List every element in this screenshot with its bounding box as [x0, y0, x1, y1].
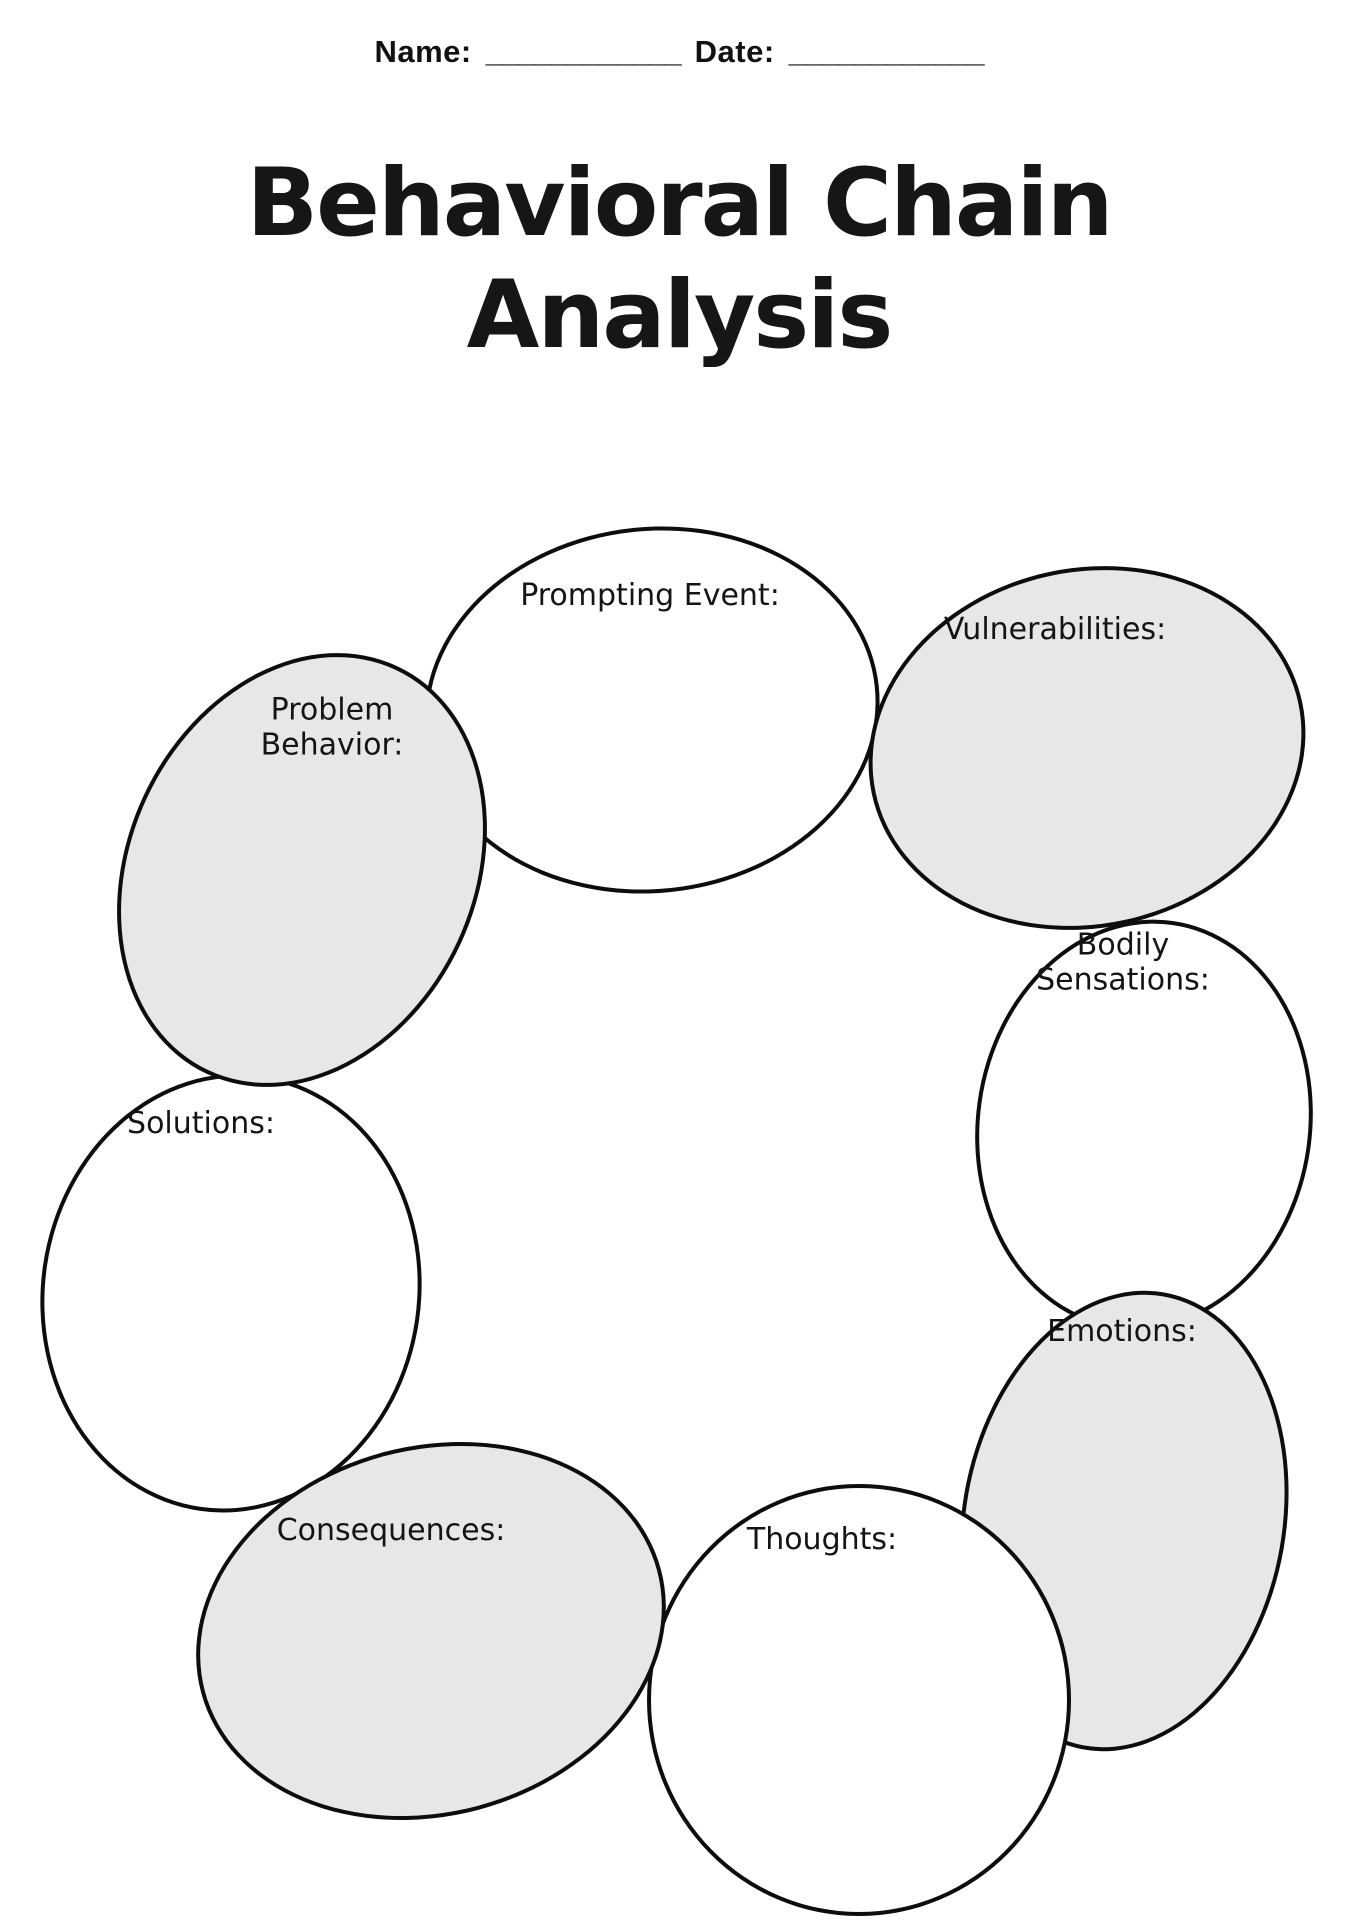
name-label: Name: — [374, 34, 472, 69]
node-emotions-label: Emotions: — [1047, 1313, 1197, 1349]
node-vulnerabilities-label: Vulnerabilities: — [943, 611, 1167, 647]
date-label: Date: — [694, 34, 775, 69]
node-problem-behavior-label: Problem Behavior: — [260, 692, 404, 762]
node-thoughts — [647, 1484, 1071, 1916]
node-consequences-label: Consequences: — [276, 1512, 506, 1548]
node-vulnerabilities — [834, 526, 1340, 970]
node-bodily-sensations-label: Bodily Sensations: — [1036, 927, 1210, 997]
date-blank-line: ____________ — [788, 34, 985, 69]
page-title: Behavioral Chain Analysis — [0, 148, 1358, 372]
node-thoughts-label: Thoughts: — [746, 1521, 898, 1557]
name-date-header: Name: ____________ Date: ____________ — [0, 34, 1358, 70]
page-title-line1: Behavioral Chain — [246, 149, 1113, 258]
node-prompting-event-label: Prompting Event: — [520, 577, 780, 613]
name-blank-line: ____________ — [485, 34, 682, 69]
node-solutions-label: Solutions: — [127, 1105, 275, 1141]
page-title-line2: Analysis — [466, 260, 894, 370]
